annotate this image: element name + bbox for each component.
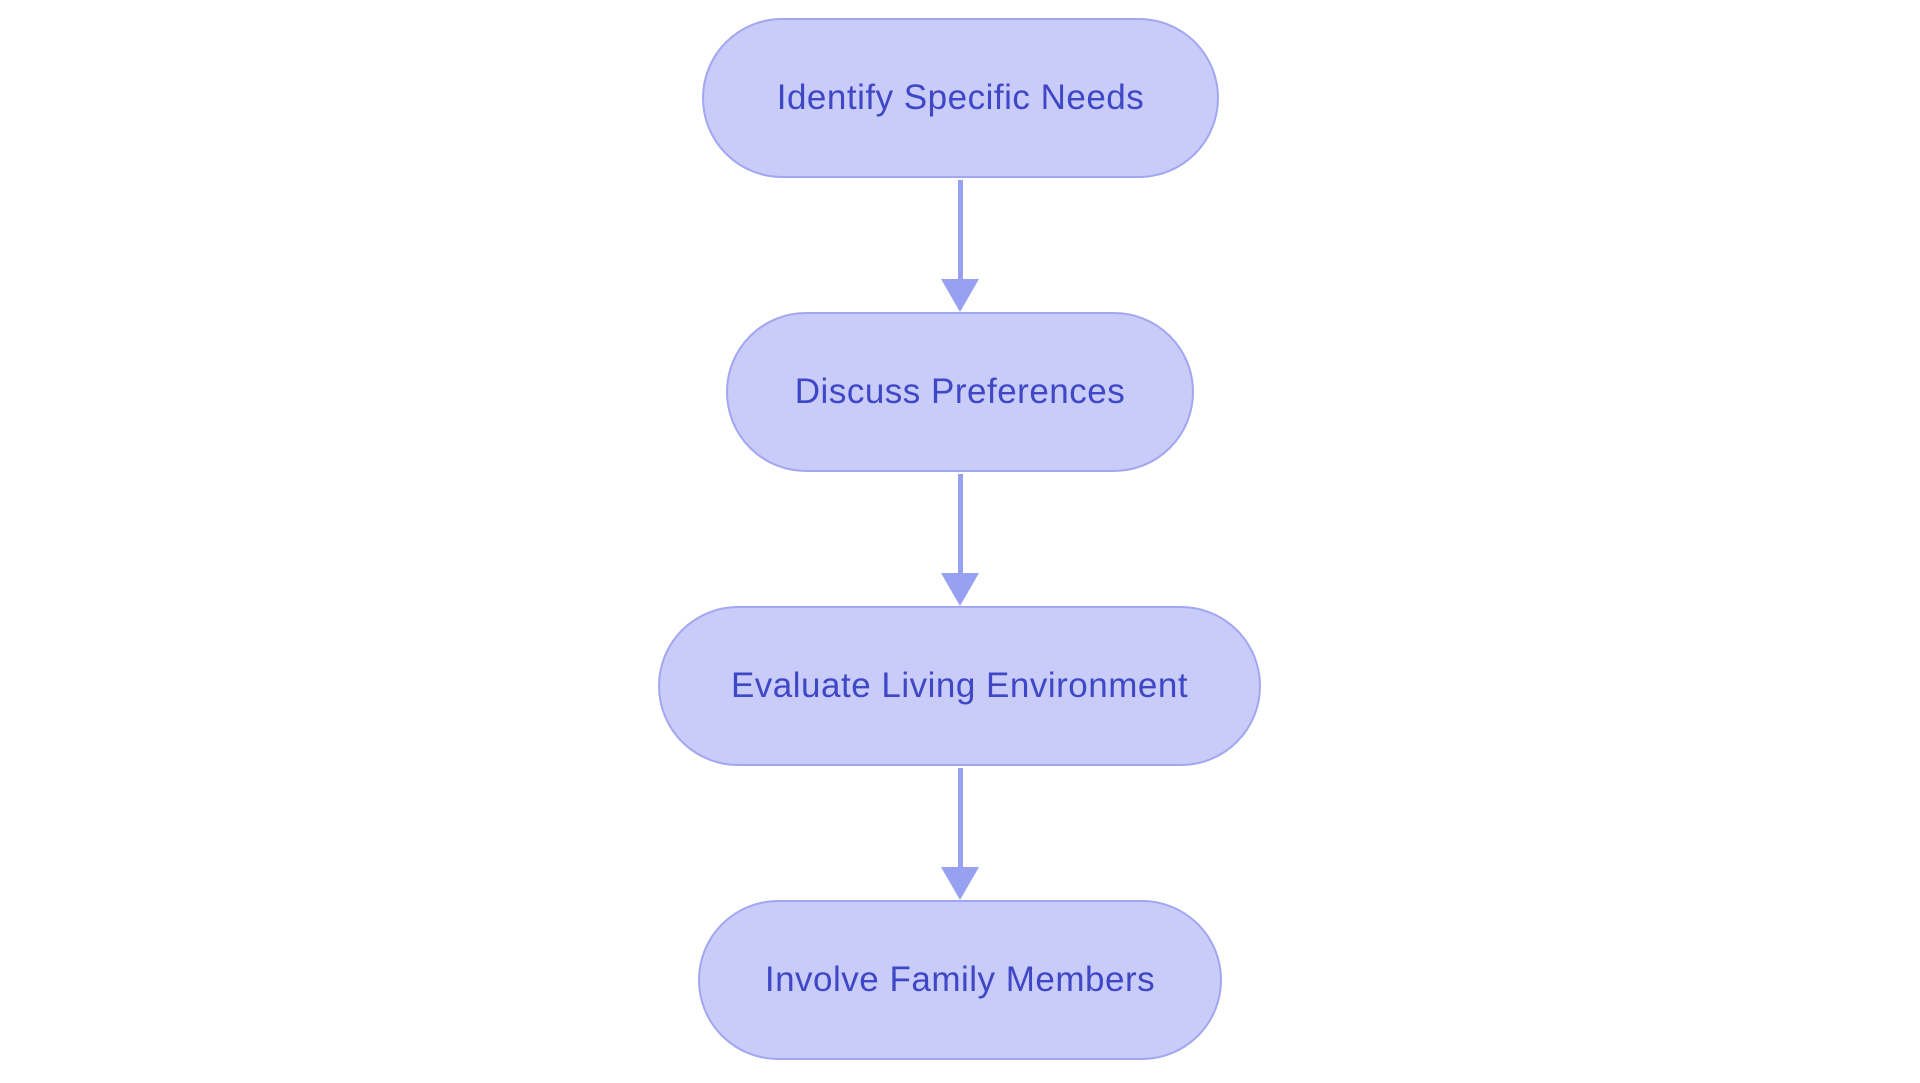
flow-arrow-1 xyxy=(941,180,979,312)
flow-node-discuss-preferences: Discuss Preferences xyxy=(726,312,1194,472)
node-label: Discuss Preferences xyxy=(794,372,1126,411)
node-label: Evaluate Living Environment xyxy=(730,666,1189,705)
node-label: Involve Family Members xyxy=(764,960,1156,999)
flow-arrow-3 xyxy=(941,768,979,900)
flow-node-involve-family-members: Involve Family Members xyxy=(698,900,1222,1060)
flow-node-evaluate-living-environment: Evaluate Living Environment xyxy=(658,606,1261,766)
flow-arrow-2 xyxy=(941,474,979,606)
arrow-line xyxy=(957,180,963,279)
arrow-down-icon xyxy=(941,279,979,312)
arrow-line xyxy=(957,474,963,573)
arrow-line xyxy=(957,768,963,867)
arrow-down-icon xyxy=(941,867,979,900)
arrow-down-icon xyxy=(941,573,979,606)
flow-node-identify-specific-needs: Identify Specific Needs xyxy=(702,18,1219,178)
node-label: Identify Specific Needs xyxy=(776,78,1145,117)
